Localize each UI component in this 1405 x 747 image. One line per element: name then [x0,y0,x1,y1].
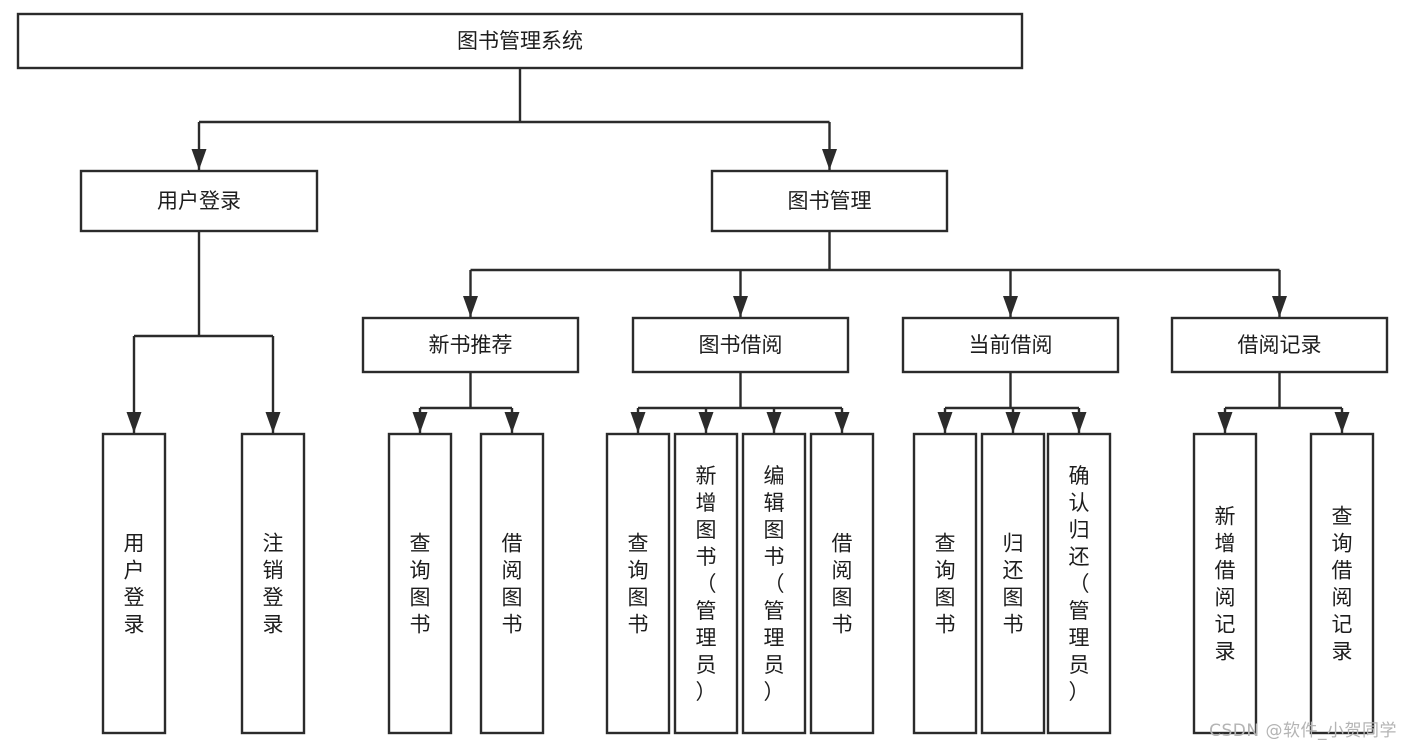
node-box-leaf-current-return-book [980,432,1046,735]
node-label-leaf-user-login: 用户登录 [124,532,145,637]
node-box-leaf-borrow-borrow-book [809,432,875,735]
node-label-user-login: 用户登录 [157,189,241,213]
arrow-head-icon-leaf-borrow-add-book [698,412,714,433]
node-borrow-records[interactable]: 借阅记录 [1170,316,1389,374]
node-label-leaf-recommend-query-book: 查询图书 [410,532,431,637]
nodes-layer: 图书管理系统用户登录图书管理新书推荐图书借阅当前借阅借阅记录用户登录注销登录查询… [16,12,1389,735]
node-label-book-management: 图书管理 [788,189,872,213]
node-label-borrow-records: 借阅记录 [1238,333,1322,357]
node-root[interactable]: 图书管理系统 [16,12,1024,70]
node-book-borrow[interactable]: 图书借阅 [631,316,850,374]
node-label-new-book-recommend: 新书推荐 [429,333,513,357]
node-box-borrow-records [1170,316,1389,374]
node-label-leaf-recommend-borrow-book: 借阅图书 [502,532,523,637]
node-leaf-borrow-query-book[interactable]: 查询图书 [605,432,671,735]
node-leaf-recommend-query-book[interactable]: 查询图书 [387,432,453,735]
node-label-leaf-borrow-add-book: 新增图书（管理员） [696,464,717,704]
arrow-head-icon-leaf-borrow-edit-book [766,412,782,433]
arrow-head-icon-leaf-borrow-query-book [630,412,646,433]
node-box-leaf-records-add-record [1192,432,1258,735]
arrow-head-icon-borrow-records [1272,296,1287,317]
node-label-current-borrow: 当前借阅 [969,333,1053,357]
arrow-head-icon-leaf-current-query-book [937,412,953,433]
node-leaf-recommend-borrow-book[interactable]: 借阅图书 [479,432,545,735]
node-leaf-current-query-book[interactable]: 查询图书 [912,432,978,735]
arrow-head-icon-leaf-user-login [126,412,142,433]
node-label-book-borrow: 图书借阅 [699,333,783,357]
node-box-user-login [79,169,319,233]
node-leaf-borrow-add-book[interactable]: 新增图书（管理员） [673,432,739,735]
node-leaf-borrow-borrow-book[interactable]: 借阅图书 [809,432,875,735]
node-new-book-recommend[interactable]: 新书推荐 [361,316,580,374]
node-box-leaf-user-login [101,432,167,735]
node-current-borrow[interactable]: 当前借阅 [901,316,1120,374]
node-box-book-borrow [631,316,850,374]
node-label-leaf-records-add-record: 新增借阅记录 [1215,505,1236,664]
arrow-head-icon-leaf-current-return-book [1005,412,1021,433]
node-label-leaf-current-return-book: 归还图书 [1003,532,1024,637]
node-box-leaf-current-confirm-return [1046,432,1112,735]
arrow-head-icon-leaf-recommend-borrow-book [504,412,520,433]
arrow-head-icon-leaf-borrow-borrow-book [834,412,850,433]
node-label-leaf-borrow-query-book: 查询图书 [628,532,649,637]
arrow-head-icon-book-management [822,149,837,170]
node-box-new-book-recommend [361,316,580,374]
node-box-leaf-recommend-borrow-book [479,432,545,735]
node-leaf-records-add-record[interactable]: 新增借阅记录 [1192,432,1258,735]
node-box-root [16,12,1024,70]
csdn-watermark: CSDN @软件_小贺同学 [1209,721,1397,741]
node-label-leaf-current-confirm-return: 确认归还（管理员） [1069,464,1090,704]
node-leaf-current-confirm-return[interactable]: 确认归还（管理员） [1046,432,1112,735]
arrow-head-icon-leaf-logout [265,412,281,433]
node-label-leaf-borrow-borrow-book: 借阅图书 [832,532,853,637]
node-label-leaf-records-query-record: 查询借阅记录 [1332,505,1353,664]
node-box-leaf-borrow-edit-book [741,432,807,735]
node-leaf-logout[interactable]: 注销登录 [240,432,306,735]
arrow-head-icon-book-borrow [733,296,748,317]
node-leaf-current-return-book[interactable]: 归还图书 [980,432,1046,735]
connectors-layer [126,68,1350,433]
node-label-root: 图书管理系统 [457,29,583,53]
node-box-leaf-current-query-book [912,432,978,735]
arrow-head-icon-leaf-current-confirm-return [1071,412,1087,433]
arrow-head-icon-new-book-recommend [463,296,478,317]
node-user-login[interactable]: 用户登录 [79,169,319,233]
node-leaf-user-login[interactable]: 用户登录 [101,432,167,735]
node-label-leaf-borrow-edit-book: 编辑图书（管理员） [764,464,785,704]
arrow-head-icon-leaf-records-query-record [1334,412,1350,433]
node-box-leaf-records-query-record [1309,432,1375,735]
node-box-leaf-borrow-query-book [605,432,671,735]
arrow-head-icon-leaf-records-add-record [1217,412,1233,433]
node-leaf-borrow-edit-book[interactable]: 编辑图书（管理员） [741,432,807,735]
node-label-leaf-logout: 注销登录 [263,532,284,637]
arrow-head-icon-leaf-recommend-query-book [412,412,428,433]
arrow-head-icon-current-borrow [1003,296,1018,317]
node-box-book-management [710,169,949,233]
node-book-management[interactable]: 图书管理 [710,169,949,233]
node-box-current-borrow [901,316,1120,374]
node-box-leaf-logout [240,432,306,735]
node-leaf-records-query-record[interactable]: 查询借阅记录 [1309,432,1375,735]
node-box-leaf-borrow-add-book [673,432,739,735]
node-box-leaf-recommend-query-book [387,432,453,735]
arrow-head-icon-user-login [191,149,207,170]
node-label-leaf-current-query-book: 查询图书 [935,532,956,637]
